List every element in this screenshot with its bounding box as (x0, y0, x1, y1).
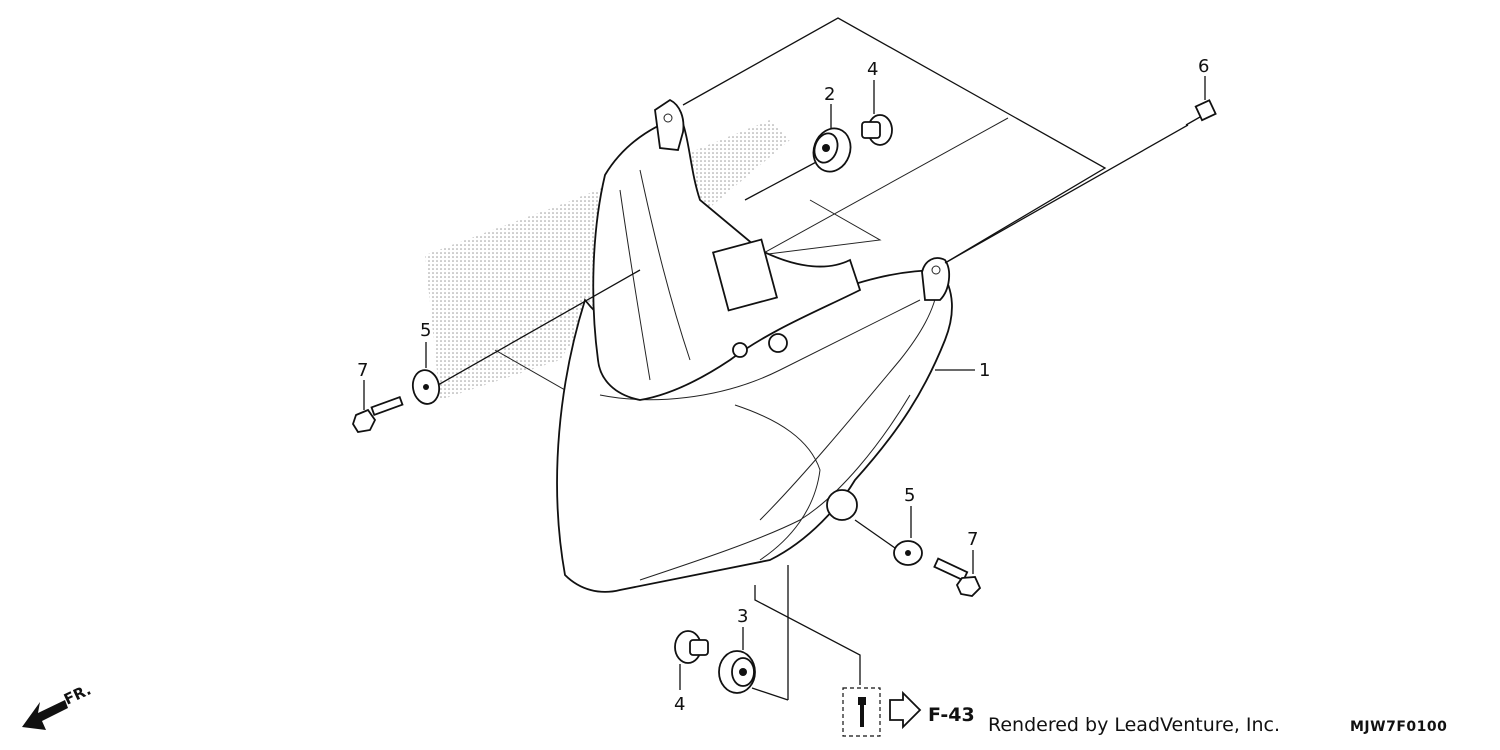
headlight-inner-4 (639, 394, 911, 581)
leader-5-left (437, 269, 641, 386)
callout-7-left: 7 (357, 360, 368, 381)
callout-3: 3 (737, 606, 748, 627)
assembly-frame-inner (759, 117, 1009, 256)
housing-connector (711, 238, 779, 312)
collar-bottom (674, 630, 709, 664)
housing-boss (768, 333, 788, 353)
reference-screw (858, 697, 866, 727)
leader-2 (744, 159, 821, 201)
leader-6 (944, 124, 1189, 264)
diagram-code: MJW7F0100 (1350, 719, 1447, 735)
callout-5-left: 5 (420, 320, 431, 341)
housing-rib-1 (619, 189, 651, 381)
front-direction-label: FR. (61, 681, 94, 709)
callout-1: 1 (979, 360, 990, 381)
collar-top (861, 114, 893, 146)
callout-7-right: 7 (967, 529, 978, 550)
reference-label: F-43 (928, 704, 975, 726)
housing-boss-2 (732, 342, 748, 358)
right-mount-hole (931, 265, 941, 275)
callout-6: 6 (1198, 56, 1209, 77)
callout-2: 2 (824, 84, 835, 105)
top-mount-hole (663, 113, 673, 123)
callout-5-right: 5 (904, 485, 915, 506)
bottom-mount-boss (826, 489, 858, 521)
reference-arrow-icon (889, 690, 922, 730)
callout-4-bottom: 4 (674, 694, 685, 715)
grommet-bottom (718, 650, 756, 694)
headlight-inner-3 (759, 284, 939, 521)
headlight-inner-2 (734, 404, 821, 561)
leader-3 (751, 687, 789, 701)
housing-rib-2 (639, 169, 691, 361)
bolt-right (933, 557, 982, 597)
headlight-inner-1 (599, 299, 921, 401)
front-direction-arrow-icon (22, 700, 68, 730)
credit-text: Rendered by LeadVenture, Inc. (988, 714, 1280, 736)
callout-4-top: 4 (867, 59, 878, 80)
right-mount-tab (921, 257, 951, 301)
bolt-left (352, 395, 404, 433)
assembly-frame-line (682, 17, 1107, 264)
screw-top (1185, 99, 1217, 126)
leader-5-right (854, 519, 896, 549)
top-mount-tab (654, 98, 685, 151)
leader-bottom-group (754, 585, 861, 685)
grommet-top (812, 127, 852, 173)
